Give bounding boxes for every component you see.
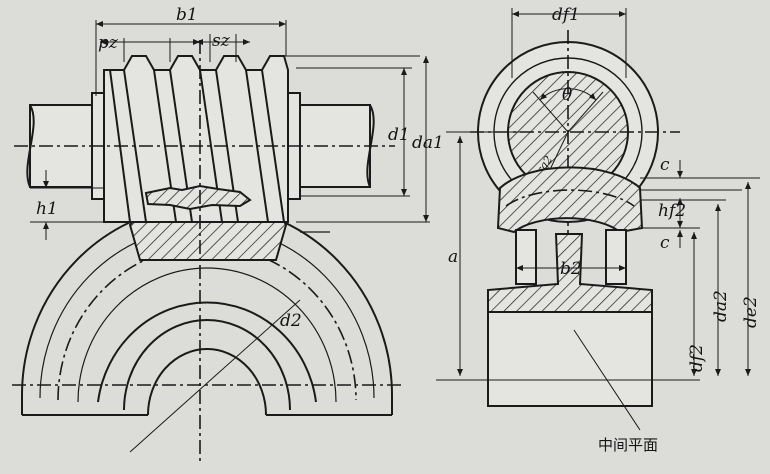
label-theta: θ	[562, 85, 572, 105]
dim-df1: df1	[511, 5, 627, 78]
label-c-top: c	[660, 155, 670, 175]
label-d1: d1	[388, 125, 410, 145]
dim-b2: b2	[516, 259, 626, 279]
dim-right-stack: c hf2 c df2 da2 de2	[640, 155, 761, 376]
left-view: b1 pz sz d1 da1	[12, 5, 444, 462]
wheel-rim-section	[487, 166, 653, 407]
label-sz: sz	[212, 31, 231, 51]
label-df2: df2	[687, 344, 707, 372]
label-da1: da1	[412, 133, 444, 153]
dim-h1: h1	[30, 170, 104, 240]
right-view: θ rg2 df1 b2 a	[436, 5, 761, 454]
caption-mid-plane: 中间平面	[598, 436, 658, 454]
label-d2: d2	[280, 311, 302, 331]
label-c-bottom: c	[660, 233, 670, 253]
label-da2: da2	[711, 290, 731, 322]
dim-pz: pz	[98, 33, 200, 62]
dim-sz: sz	[196, 31, 250, 62]
dim-a: a	[436, 131, 700, 381]
label-pz: pz	[98, 33, 119, 53]
worm-threads	[103, 55, 289, 223]
dim-d2: d2	[129, 299, 302, 453]
label-b2: b2	[560, 259, 582, 279]
label-b1: b1	[176, 5, 198, 25]
mid-plane-callout: 中间平面	[573, 329, 658, 454]
dim-b1: b1	[95, 5, 287, 96]
label-df1: df1	[552, 5, 580, 25]
label-hf2: hf2	[658, 201, 686, 221]
dim-d1-da1: d1 da1	[280, 55, 444, 223]
label-a: a	[448, 247, 458, 267]
label-de2: de2	[741, 296, 761, 328]
label-h1: h1	[36, 199, 58, 219]
